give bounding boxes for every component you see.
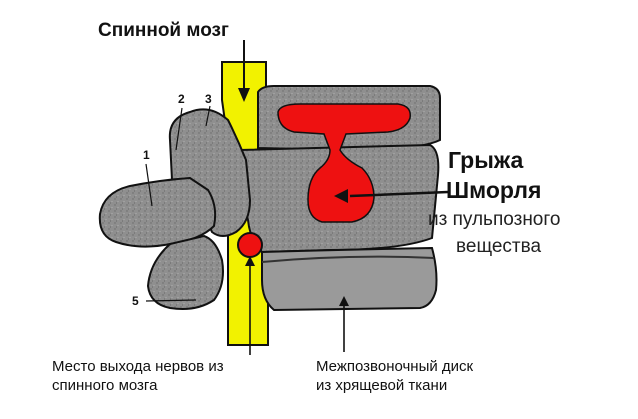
inferior-articular-process bbox=[146, 234, 224, 310]
intervertebral-disc bbox=[261, 246, 438, 312]
label-nerve-exit-line2: спинного мозга bbox=[52, 377, 158, 394]
disc-arrow-head bbox=[339, 296, 349, 306]
label-spinal-cord: Спинной мозг bbox=[98, 20, 229, 41]
label-hernia-line4: вещества bbox=[456, 236, 542, 257]
nerve-exit-circle bbox=[237, 232, 263, 258]
hernia-arrow-head bbox=[334, 189, 348, 203]
label-hernia-line1: Грыжа bbox=[448, 147, 524, 173]
hernia-arrow-line bbox=[349, 190, 449, 198]
leader-1 bbox=[145, 163, 153, 207]
label-disc-line2: из хрящевой ткани bbox=[316, 377, 448, 394]
label-disc-line1: Межпозвоночный диск bbox=[316, 358, 474, 375]
leader-2 bbox=[175, 107, 183, 151]
label-nerve-exit-line1: Место выхода нервов из bbox=[52, 358, 224, 375]
number-3: 3 bbox=[205, 92, 212, 106]
schmorl-hernia bbox=[277, 103, 411, 223]
leader-5 bbox=[145, 299, 197, 302]
number-1: 1 bbox=[143, 148, 150, 162]
disc-lower-edge bbox=[261, 255, 435, 263]
number-2: 2 bbox=[178, 92, 185, 106]
number-5: 5 bbox=[132, 294, 139, 308]
transverse-process bbox=[98, 176, 217, 248]
leader-3 bbox=[205, 105, 211, 127]
spinal-cord-arrow-head bbox=[238, 88, 250, 102]
label-hernia-line2: Шморля bbox=[446, 177, 542, 203]
nerve-exit-arrow-head bbox=[245, 256, 255, 266]
label-hernia-line3: из пульпозного bbox=[428, 209, 561, 230]
